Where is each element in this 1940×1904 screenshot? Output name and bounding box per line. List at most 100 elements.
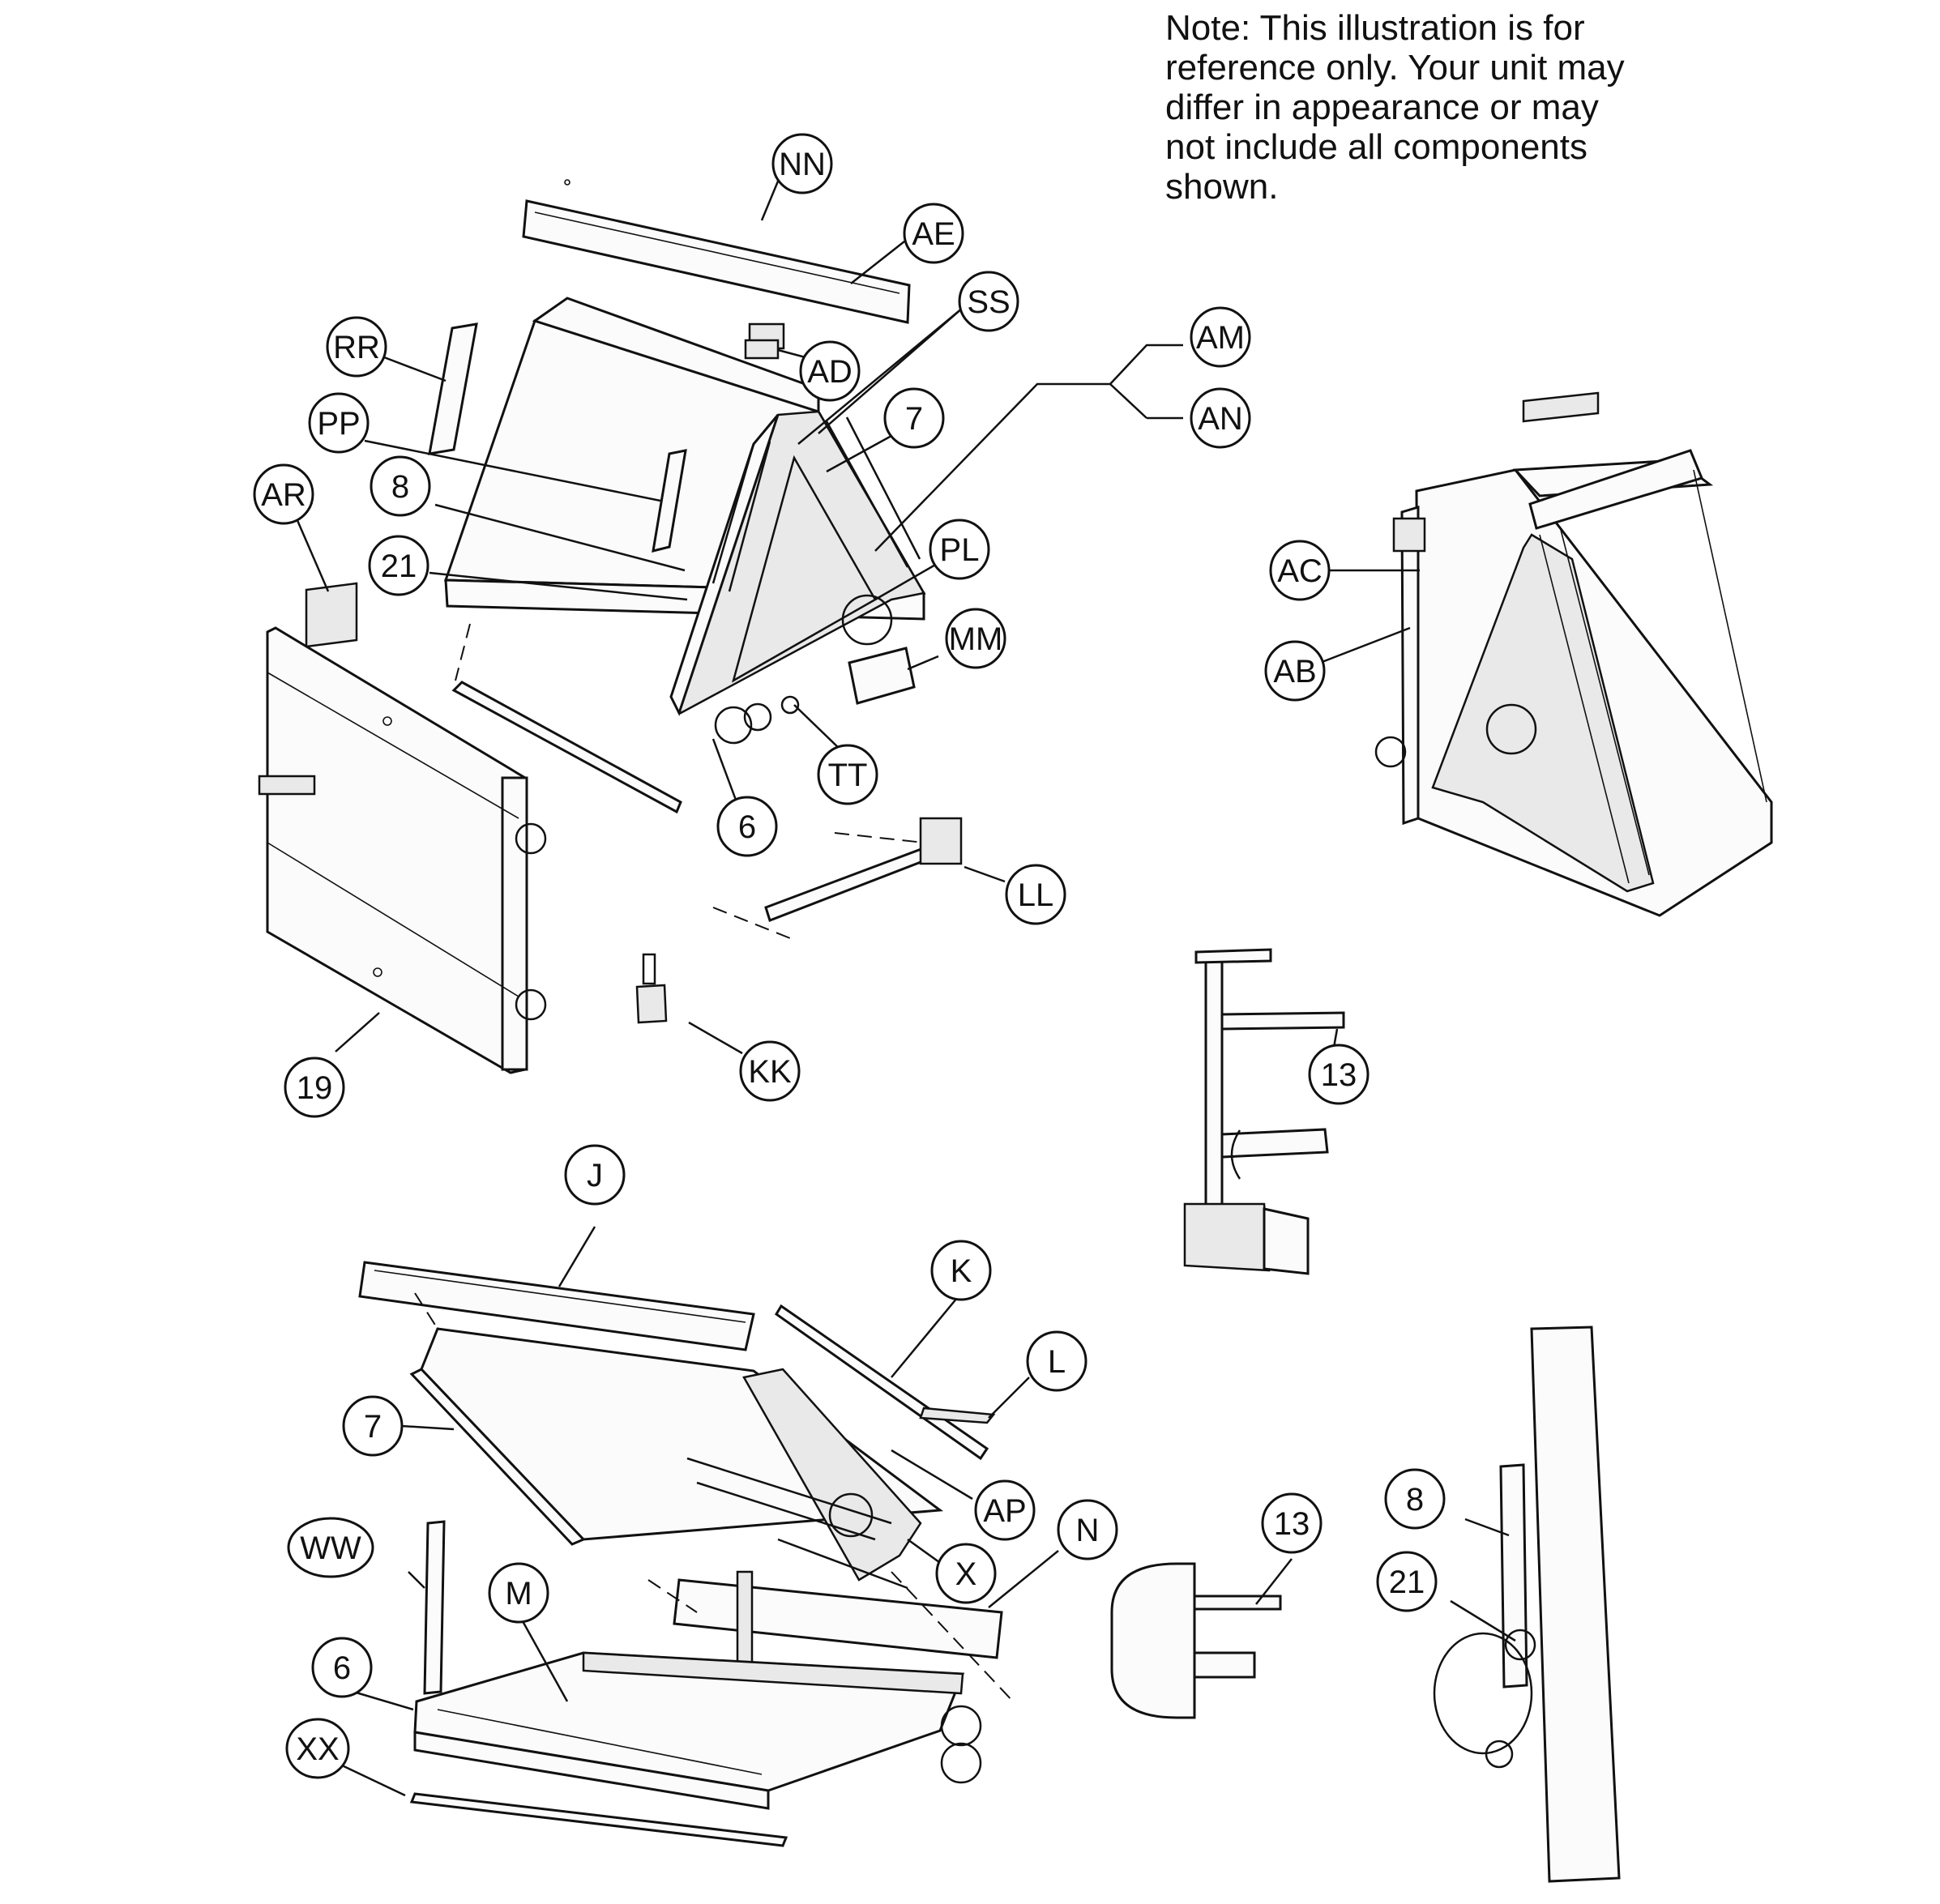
- callout-circle: [1057, 1499, 1118, 1560]
- callout-pl: PL: [929, 519, 990, 580]
- callout-circle: [945, 608, 1006, 669]
- callout-label: AM: [1196, 320, 1245, 356]
- callout-x: X: [935, 1543, 997, 1604]
- callout-label: AD: [807, 354, 852, 390]
- access-panel-19: [258, 626, 547, 1074]
- callout-circle: [287, 1517, 374, 1578]
- callout-label: 6: [738, 809, 756, 845]
- top-rail-j: [358, 1261, 755, 1351]
- callout-circle: [1190, 306, 1251, 368]
- callout-label: 21: [1389, 1565, 1425, 1600]
- callout-thirteen-lower: 13: [1261, 1492, 1323, 1554]
- callout-label: NN: [779, 147, 826, 182]
- callout-circle: [284, 1057, 345, 1118]
- callout-label: AN: [1198, 401, 1243, 437]
- bracket-mm: [848, 647, 916, 705]
- callout-label: 8: [391, 469, 409, 505]
- callout-label: PP: [317, 406, 360, 442]
- callout-circle: [370, 455, 431, 517]
- callout-label: 6: [333, 1650, 351, 1686]
- callout-ad: AD: [799, 340, 861, 402]
- callout-ll: LL: [1005, 864, 1066, 925]
- callout-thirteen-upper: 13: [1308, 1044, 1370, 1105]
- callout-circle: [368, 535, 429, 596]
- callout-circle: [1308, 1044, 1370, 1105]
- callout-circle: [1384, 1468, 1446, 1530]
- callout-ww: WW: [287, 1517, 374, 1578]
- bracket-ww: [423, 1520, 446, 1695]
- note-line: not include all components: [1165, 127, 1587, 167]
- note-line: shown.: [1165, 167, 1279, 207]
- callout-label: 13: [1321, 1057, 1357, 1093]
- callout-xx: XX: [285, 1718, 350, 1779]
- callout-m: M: [488, 1562, 549, 1624]
- callout-ae: AE: [903, 203, 964, 264]
- callout-an: AN: [1190, 387, 1251, 449]
- fitting-13-upper: [1183, 948, 1345, 1275]
- callout-label: 13: [1274, 1506, 1310, 1542]
- callout-circle: [1005, 864, 1066, 925]
- callout-circle: [974, 1479, 1036, 1541]
- callout-label: 7: [364, 1409, 382, 1445]
- callout-seven-bottom: 7: [342, 1395, 404, 1457]
- callout-ab: AB: [1264, 640, 1326, 702]
- callout-circle: [1376, 1551, 1438, 1612]
- callout-label: TT: [828, 758, 868, 793]
- rail-ll: [764, 817, 963, 922]
- callout-label: 19: [297, 1070, 333, 1106]
- callout-ap: AP: [974, 1479, 1036, 1541]
- callout-twentyone-top: 21: [368, 535, 429, 596]
- bottom-rail-top: [451, 681, 682, 814]
- callout-twentyone-bottom: 21: [1376, 1551, 1438, 1612]
- callout-pp: PP: [308, 392, 370, 454]
- callout-kk: KK: [739, 1040, 801, 1102]
- callout-ss: SS: [958, 271, 1019, 332]
- callout-label: 7: [905, 401, 923, 437]
- callout-eight-bottom: 8: [1384, 1468, 1446, 1530]
- callout-circle: [311, 1637, 373, 1698]
- callout-label: N: [1076, 1513, 1100, 1548]
- callout-mm: MM: [945, 608, 1006, 669]
- callout-rr: RR: [326, 316, 387, 378]
- callout-circle: [253, 463, 314, 525]
- callout-circle: [935, 1543, 997, 1604]
- coil-slab-7-bottom: [409, 1327, 944, 1590]
- callout-label: KK: [748, 1054, 792, 1090]
- fitting-13-lower: [1110, 1562, 1282, 1719]
- callout-label: WW: [300, 1530, 361, 1566]
- drain-pan-6-bottom: [413, 1651, 982, 1810]
- callout-circle: [342, 1395, 404, 1457]
- callout-label: X: [955, 1556, 977, 1592]
- callout-circle: [285, 1718, 350, 1779]
- rail-xx: [409, 1792, 788, 1847]
- callout-nn: NN: [771, 133, 833, 194]
- bracket-l: [919, 1407, 996, 1424]
- callout-nineteen: 19: [284, 1057, 345, 1118]
- note-line: Note: This illustration is for: [1165, 8, 1585, 48]
- callout-am: AM: [1190, 306, 1251, 368]
- callout-label: AR: [261, 477, 306, 513]
- callout-circle: [564, 1144, 626, 1206]
- callout-circle: [1190, 387, 1251, 449]
- callout-circle: [799, 340, 861, 402]
- callout-circle: [716, 796, 778, 857]
- side-bracket-rr: [428, 322, 478, 455]
- side-bracket-pp: [652, 449, 687, 553]
- callout-label: M: [505, 1576, 532, 1612]
- callout-circle: [739, 1040, 801, 1102]
- bracket-kk: [635, 953, 668, 1024]
- callout-circle: [1026, 1330, 1088, 1392]
- callout-label: MM: [949, 621, 1003, 657]
- callout-seven-top: 7: [883, 387, 945, 449]
- bracket-ar: [305, 582, 358, 648]
- callout-j: J: [564, 1144, 626, 1206]
- note-line: differ in appearance or may: [1165, 88, 1599, 127]
- callout-circle: [488, 1562, 549, 1624]
- callout-eight-top: 8: [370, 455, 431, 517]
- callout-label: RR: [333, 330, 380, 365]
- callout-k: K: [930, 1240, 992, 1301]
- callout-circle: [930, 1240, 992, 1301]
- callout-label: XX: [296, 1731, 339, 1767]
